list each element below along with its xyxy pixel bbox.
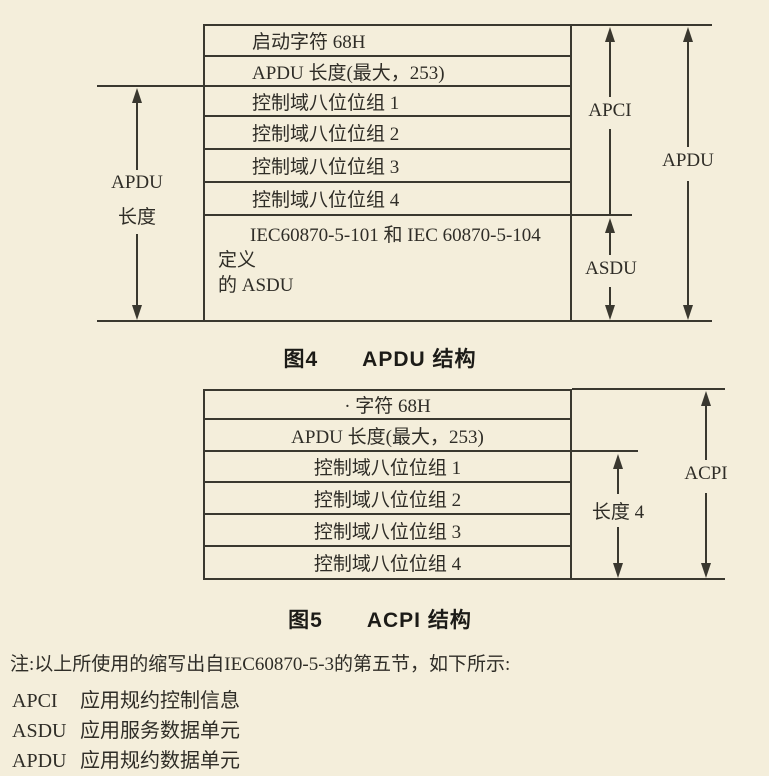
row-label: 控制域八位位组 3	[252, 157, 400, 178]
abbr-code: APDU	[12, 750, 67, 772]
row-label: · 字符 68H	[344, 396, 431, 417]
row-label: APDU 长度(最大，253)	[291, 426, 484, 448]
arrow-shaft	[687, 181, 689, 305]
table-row: 控制域八位位组 3	[205, 515, 570, 547]
apdu-structure-table: 启动字符 68H APDU 长度(最大，253) 控制域八位位组 1 控制域八位…	[203, 24, 572, 322]
dimension-line-top	[572, 24, 712, 26]
row-label: 控制域八位位组 2	[313, 489, 462, 511]
acpi-label: ACPI	[684, 463, 728, 484]
row-label: 控制域八位位组 3	[313, 521, 462, 543]
abbr-meaning: 应用规约数据单元	[80, 750, 240, 772]
table-row: 控制域八位位组 1	[205, 87, 570, 117]
arrow-up-icon	[613, 454, 623, 469]
arrow-shaft	[609, 129, 611, 214]
dimension-line-mid	[572, 450, 638, 452]
table-row: 控制域八位位组 3	[205, 150, 570, 183]
arrow-shaft	[609, 231, 611, 255]
arrow-shaft	[617, 527, 619, 564]
acpi-structure-table: · 字符 68H APDU 长度(最大，253) 控制域八位位组 1 控制域八位…	[203, 389, 572, 580]
abbr-item: ASDU 应用服务数据单元	[12, 714, 240, 743]
row-label: 控制域八位位组 4	[252, 190, 400, 211]
asdu-row-line2: 的 ASDU	[218, 275, 294, 296]
arrow-up-icon	[683, 27, 693, 42]
asdu-row-line1: IEC60870-5-101 和 IEC 60870-5-104 定义	[218, 225, 541, 271]
notes-intro: 注:以上所使用的缩写出自IEC60870-5-3的第五节，如下所示:	[10, 654, 511, 675]
abbr-code: ASDU	[12, 720, 67, 742]
apci-label: APCI	[588, 100, 632, 121]
abbr-meaning: 应用服务数据单元	[80, 720, 240, 742]
table-row: 控制域八位位组 2	[205, 117, 570, 150]
row-label: 控制域八位位组 1	[313, 458, 462, 479]
abbr-code: APCI	[12, 690, 58, 712]
figure4-caption: 图4 APDU 结构	[283, 348, 477, 371]
arrow-shaft	[609, 40, 611, 97]
length4-label: 长度 4	[591, 502, 645, 523]
dimension-line-bottom	[572, 578, 725, 580]
arrow-down-icon	[132, 305, 142, 320]
row-label: APDU 长度(最大，253)	[252, 62, 445, 84]
table-row: 控制域八位位组 2	[205, 483, 570, 515]
dimension-line-top	[572, 388, 725, 390]
arrow-up-icon	[605, 218, 615, 233]
arrow-shaft	[136, 234, 138, 305]
arrow-up-icon	[701, 391, 711, 406]
arrow-up-icon	[132, 88, 142, 103]
figure5-caption: 图5 ACPI 结构	[288, 609, 472, 632]
arrow-down-icon	[613, 563, 623, 578]
table-row: 控制域八位位组 4	[205, 183, 570, 216]
dimension-line-bottom	[97, 320, 203, 322]
table-row: 控制域八位位组 1	[205, 452, 570, 483]
asdu-label: ASDU	[585, 258, 637, 279]
abbr-item: APCI 应用规约控制信息	[12, 684, 240, 713]
abbr-item: APDU 应用规约数据单元	[12, 744, 240, 773]
arrow-shaft	[136, 101, 138, 170]
row-label: 控制域八位位组 2	[252, 124, 400, 145]
row-label: 控制域八位位组 4	[313, 554, 462, 575]
arrow-shaft	[687, 40, 689, 147]
table-row: 控制域八位位组 4	[205, 547, 570, 578]
arrow-shaft	[609, 287, 611, 306]
table-row: APDU 长度(最大，253)	[205, 420, 570, 452]
arrow-up-icon	[605, 27, 615, 42]
table-row: 启动字符 68H	[205, 26, 570, 57]
arrow-shaft	[705, 404, 707, 460]
apdu-length-label-line1: APDU	[111, 172, 163, 193]
asdu-row: IEC60870-5-101 和 IEC 60870-5-104 定义 的 AS…	[205, 216, 570, 320]
table-row: APDU 长度(最大，253)	[205, 57, 570, 87]
row-label: 控制域八位位组 1	[252, 92, 400, 114]
dimension-line-top	[97, 85, 203, 87]
row-label: 启动字符 68H	[252, 32, 366, 53]
arrow-shaft	[705, 493, 707, 563]
abbr-meaning: 应用规约控制信息	[80, 690, 240, 712]
dimension-line-mid	[572, 214, 632, 216]
dimension-line-bottom	[572, 320, 712, 322]
arrow-down-icon	[701, 563, 711, 578]
arrow-shaft	[617, 467, 619, 494]
apdu-label: APDU	[662, 150, 714, 171]
arrow-down-icon	[683, 305, 693, 320]
apdu-length-label-line2: 长度	[117, 207, 156, 228]
table-row: · 字符 68H	[205, 391, 570, 420]
arrow-down-icon	[605, 305, 615, 320]
